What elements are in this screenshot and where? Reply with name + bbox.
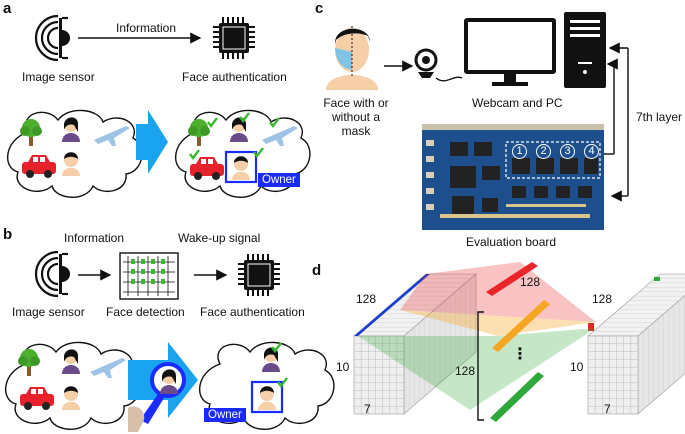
board-slot-labels: 1 2 3 4 <box>512 144 602 159</box>
chip-icon <box>212 16 256 60</box>
filter-top-label: 128 <box>520 275 541 289</box>
owner-badge-a: Owner <box>258 173 300 187</box>
filter-green <box>490 372 544 422</box>
left-height-label: 10 <box>336 360 350 374</box>
face-authentication-label-a: Face authentication <box>182 70 287 84</box>
right-depth-label: 128 <box>592 292 613 306</box>
face-label-line-1: Face with or <box>323 96 389 110</box>
left-depth-label: 128 <box>356 292 377 306</box>
webcam-pc-label: Webcam and PC <box>472 96 563 110</box>
face-label-line-2: without a mask <box>331 110 381 138</box>
right-height-label: 10 <box>570 360 584 374</box>
panel-label-a: a <box>3 0 12 17</box>
core-region-outline <box>505 141 601 179</box>
chip-icon <box>237 253 281 297</box>
red-output-cell <box>588 323 594 331</box>
owner-frame <box>224 150 258 184</box>
evaluation-board-label: Evaluation board <box>466 235 557 249</box>
ellipsis-label: ⋮ <box>512 346 528 363</box>
image-sensor-label-b: Image sensor <box>12 305 85 319</box>
orange-fan <box>400 310 596 336</box>
slot-3-label: 3 <box>560 144 575 159</box>
image-sensor-label-a: Image sensor <box>22 70 95 84</box>
panel-label-c: c <box>315 0 324 17</box>
green-fan <box>358 328 596 410</box>
green-output-cell <box>654 277 660 281</box>
information-label-b: Information <box>64 231 125 245</box>
face-label: Face with or without a mask <box>316 96 396 138</box>
process-arrow-a <box>136 110 168 174</box>
owner-frame <box>250 380 284 414</box>
right-width-label: 7 <box>604 402 611 416</box>
seventh-layer-label: 7th layer <box>636 110 683 124</box>
wakeup-signal-label: Wake-up signal <box>178 231 261 245</box>
slot-2-label: 2 <box>536 144 551 159</box>
panel-label-d: d <box>312 262 322 279</box>
face-body <box>326 75 378 90</box>
panel-d-graphics <box>353 262 685 422</box>
information-label-a: Information <box>116 21 177 35</box>
filter-red <box>486 262 538 296</box>
blue-column <box>354 274 430 336</box>
face-authentication-label-b: Face authentication <box>200 305 305 319</box>
panel-a-graphics <box>6 14 311 198</box>
filter-bracket <box>477 311 484 421</box>
filter-orange <box>492 300 550 352</box>
panel-label-b: b <box>3 226 13 243</box>
slot-1-label: 1 <box>512 144 527 159</box>
owner-badge-b: Owner <box>204 408 246 422</box>
filter-count-label: 128 <box>455 364 476 378</box>
pc-tower-icon <box>564 12 606 88</box>
mask-icon <box>335 48 352 70</box>
image-sensor-icon <box>34 14 72 62</box>
panel-c-graphics <box>326 12 629 230</box>
image-sensor-icon <box>34 250 72 298</box>
panel-b-graphics <box>4 250 335 432</box>
slot-4-label: 4 <box>584 144 599 159</box>
left-width-label: 7 <box>364 402 371 416</box>
face-detection-label: Face detection <box>106 305 185 319</box>
